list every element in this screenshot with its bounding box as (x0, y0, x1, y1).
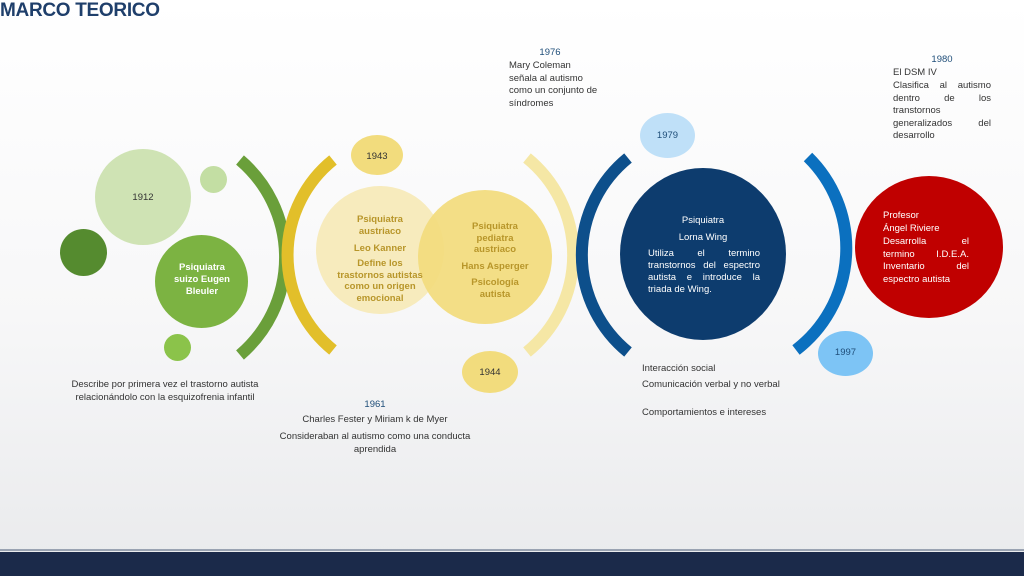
small-green-dot (200, 166, 227, 193)
year-1912: 1912 (132, 192, 154, 203)
dsm-description: Clasifica al autismo dentro de los trans… (893, 80, 991, 141)
year-1944: 1944 (479, 367, 501, 378)
kanner-name: Leo Kanner (353, 243, 407, 254)
fester-description: Consideraban al autismo como una conduct… (279, 431, 471, 455)
blue-dark-arc (575, 153, 632, 357)
circle-bleuler (155, 235, 248, 328)
fester-name: Charles Fester y Miriam k de Myer (302, 414, 448, 425)
year-1961: 1961 (364, 399, 386, 410)
bleuler-label: Psiquiatra suizo Eugen Bleuler (174, 262, 230, 297)
wing-name: Lorna Wing (678, 232, 728, 243)
circle-1943 (351, 135, 403, 175)
asperger-description: Psicología autista (471, 277, 519, 300)
wing-description: Utiliza el termino transtornos del espec… (648, 248, 760, 295)
blue-mid-arc (792, 152, 853, 355)
dsm-title: El DSM IV (893, 67, 937, 78)
circle-riviere (855, 176, 1003, 318)
circle-1912 (95, 149, 191, 245)
triad-item-3: Comportamientos e intereses (642, 407, 767, 418)
year-1980: 1980 (931, 54, 953, 65)
page-title: MARCO TEORICO (0, 0, 160, 21)
asperger-role: Psiquiatra pediatra austriaco (472, 221, 518, 255)
bleuler-description: Describe por primera vez el trastorno au… (71, 379, 259, 403)
bottom-divider (0, 549, 1024, 551)
year-1979: 1979 (656, 130, 679, 141)
circle-asperger (418, 190, 552, 324)
yellow-left-arc (281, 155, 337, 355)
dark-green-dot (60, 229, 107, 276)
small-green-dot-bottom (164, 334, 191, 361)
circle-wing (620, 168, 786, 340)
riviere-name: Ángel Riviere (883, 223, 940, 234)
kanner-description: Define los trastornos autistas como un o… (337, 258, 423, 304)
triad-item-2: Comunicación verbal y no verbal (642, 379, 780, 390)
yellow-right-arc (523, 153, 580, 357)
coleman-description: Mary Coleman señala al autismo como un c… (509, 60, 598, 109)
year-1997: 1997 (834, 347, 857, 358)
wing-role: Psiquiatra (681, 215, 725, 226)
year-1943: 1943 (366, 151, 388, 162)
triad-item-1: Interacción social (642, 363, 716, 374)
year-1976: 1976 (539, 47, 561, 58)
riviere-role: Profesor (883, 210, 919, 221)
kanner-role: Psiquiatra austriaco (357, 214, 403, 237)
asperger-name: Hans Asperger (461, 261, 529, 272)
bottom-bar (0, 552, 1024, 576)
circle-1979 (640, 113, 695, 158)
circle-1944 (462, 351, 518, 393)
circle-1997 (818, 331, 873, 376)
green-arc (236, 155, 292, 360)
riviere-description: Desarrolla el termino I.D.E.A. Inventari… (883, 236, 969, 285)
